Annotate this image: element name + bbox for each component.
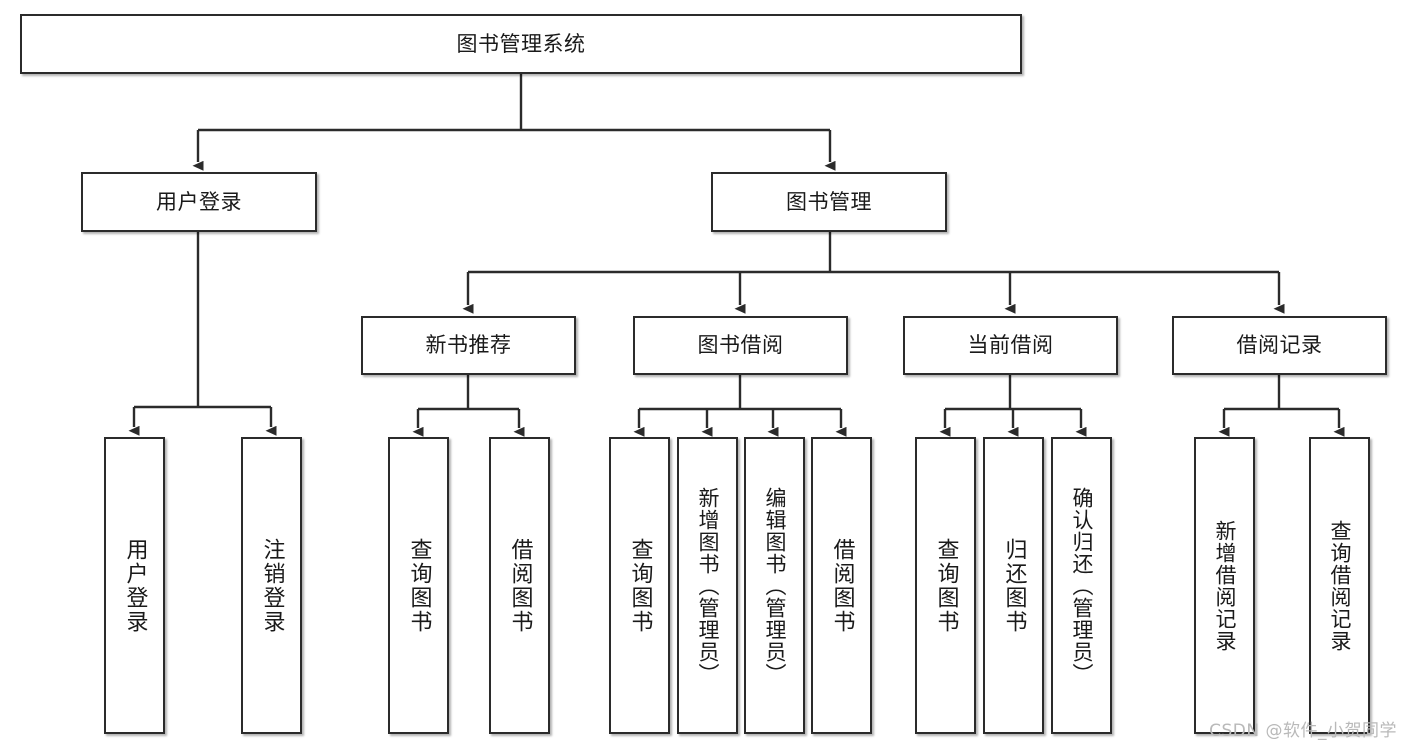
node-new-book-recommend-label: 新书推荐 [425, 333, 512, 358]
leaf-borrow-book-1[interactable]: 借阅图书 [489, 437, 550, 734]
csdn-watermark: CSDN @软件_小贺同学 [1209, 721, 1397, 741]
leaf-add-record[interactable]: 新增借阅记录 [1194, 437, 1255, 734]
leaf-return-book[interactable]: 归还图书 [983, 437, 1044, 734]
leaf-query-book-2-label: 查询图书 [627, 537, 653, 634]
node-current-borrow-label: 当前借阅 [967, 333, 1054, 358]
node-borrow-record-label: 借阅记录 [1236, 333, 1323, 358]
node-current-borrow[interactable]: 当前借阅 [903, 316, 1118, 375]
leaf-user-login[interactable]: 用户登录 [104, 437, 165, 734]
leaf-add-record-label: 新增借阅记录 [1213, 519, 1237, 652]
node-borrow-record[interactable]: 借阅记录 [1172, 316, 1387, 375]
node-root[interactable]: 图书管理系统 [20, 14, 1022, 74]
leaf-borrow-book-1-label: 借阅图书 [507, 537, 533, 634]
leaf-borrow-book-2[interactable]: 借阅图书 [811, 437, 872, 734]
node-book-borrow[interactable]: 图书借阅 [633, 316, 848, 375]
leaf-borrow-book-2-label: 借阅图书 [829, 537, 855, 634]
leaf-query-record[interactable]: 查询借阅记录 [1309, 437, 1370, 734]
node-user-login[interactable]: 用户登录 [81, 172, 317, 232]
node-user-login-label: 用户登录 [156, 189, 242, 214]
node-root-label: 图书管理系统 [456, 31, 586, 56]
leaf-query-book-1[interactable]: 查询图书 [388, 437, 449, 734]
node-new-book-recommend[interactable]: 新书推荐 [361, 316, 576, 375]
node-book-borrow-label: 图书借阅 [697, 333, 784, 358]
node-book-manage-label: 图书管理 [786, 189, 872, 214]
leaf-add-book-label: 新增图书（管理员） [696, 486, 720, 685]
leaf-query-book-1-label: 查询图书 [406, 537, 432, 634]
node-book-manage[interactable]: 图书管理 [711, 172, 947, 232]
leaf-edit-book-label: 编辑图书（管理员） [763, 486, 787, 685]
leaf-return-book-label: 归还图书 [1001, 537, 1027, 634]
leaf-query-record-label: 查询借阅记录 [1328, 519, 1352, 652]
leaf-edit-book[interactable]: 编辑图书（管理员） [744, 437, 805, 734]
leaf-confirm-return[interactable]: 确认归还（管理员） [1051, 437, 1112, 734]
leaf-query-book-2[interactable]: 查询图书 [609, 437, 670, 734]
leaf-logout-login[interactable]: 注销登录 [241, 437, 302, 734]
leaf-logout-login-label: 注销登录 [259, 537, 285, 634]
leaf-query-book-3-label: 查询图书 [933, 537, 959, 634]
leaf-query-book-3[interactable]: 查询图书 [915, 437, 976, 734]
leaf-add-book[interactable]: 新增图书（管理员） [677, 437, 738, 734]
leaf-user-login-label: 用户登录 [122, 537, 148, 634]
leaf-confirm-return-label: 确认归还（管理员） [1070, 486, 1094, 685]
